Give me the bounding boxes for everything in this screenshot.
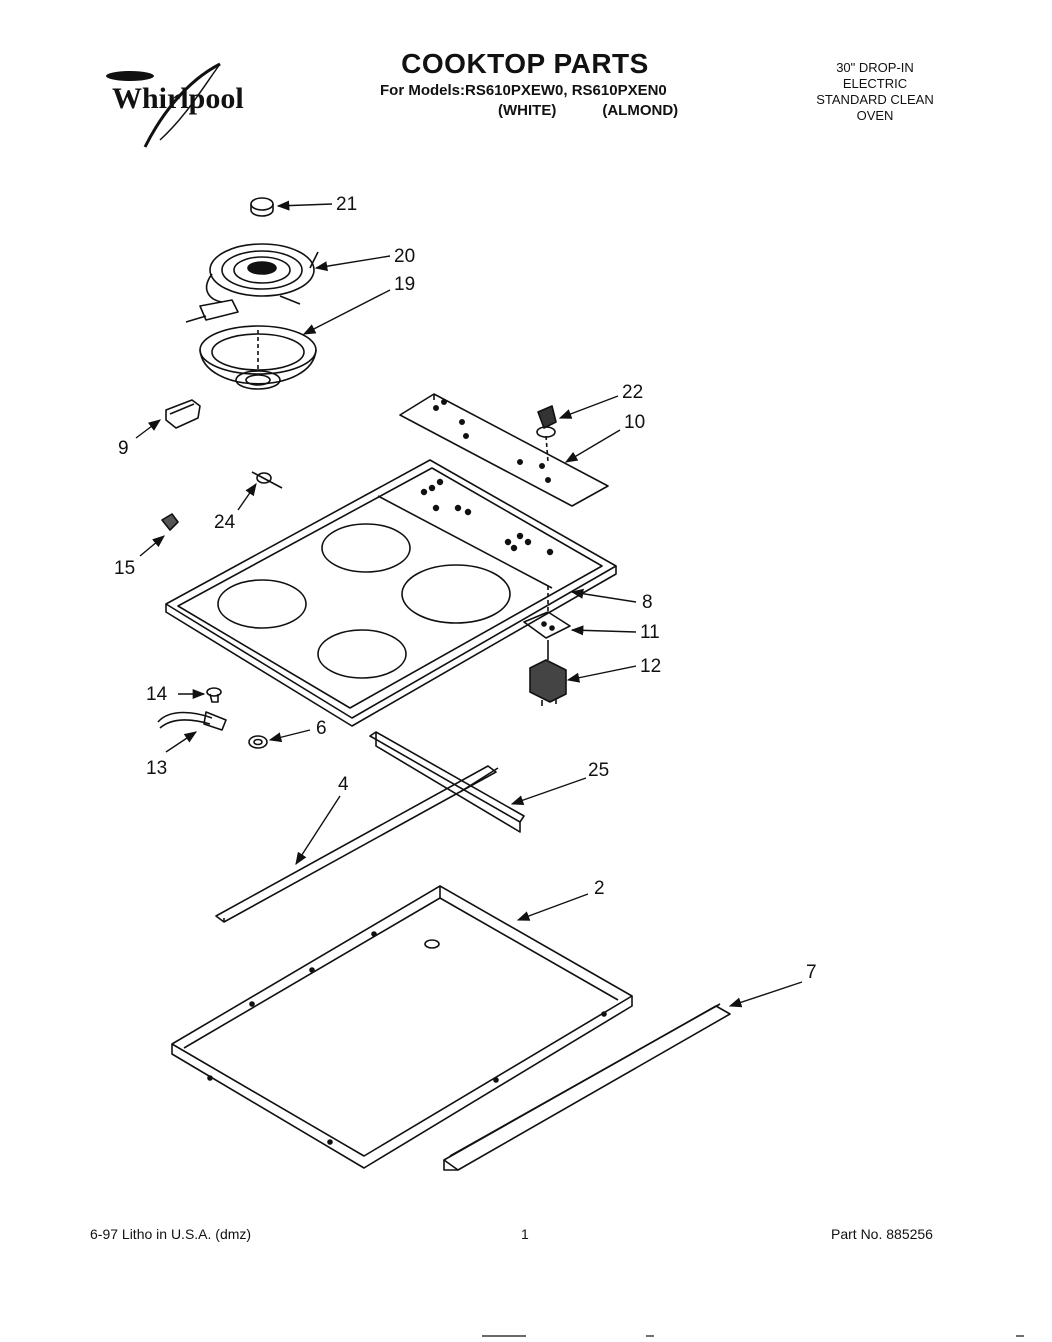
callout-7: 7 <box>806 962 817 983</box>
part-20-surface-element <box>185 243 319 323</box>
callout-4: 4 <box>338 774 349 795</box>
spec-line-2: ELECTRIC <box>842 76 908 91</box>
spec-line-1: 30" DROP-IN <box>836 60 914 75</box>
callout-15: 15 <box>114 558 135 579</box>
callout-11: 11 <box>640 622 660 643</box>
whirlpool-logo: Whirlpool <box>106 62 244 148</box>
part-25-rear-bracket <box>369 731 525 833</box>
logo-text: Whirlpool <box>112 82 244 115</box>
callout-22: 22 <box>622 382 643 403</box>
callout-14: 14 <box>146 684 168 705</box>
callout-13: 13 <box>146 758 167 779</box>
page-title: COOKTOP PARTS <box>401 48 649 79</box>
part-24-clip <box>251 471 283 489</box>
leader-lines <box>135 200 803 1008</box>
part-21-knob-cap <box>250 197 274 217</box>
model-variants: (WHITE) (ALMOND) <box>498 102 678 119</box>
callout-25: 25 <box>588 760 609 781</box>
part-13-wire-harness <box>157 711 227 731</box>
part-9-terminal-block <box>165 399 201 429</box>
part-15-fastener <box>161 513 179 531</box>
footer-page-number: 1 <box>521 1226 529 1242</box>
models-line: For Models:RS610PXEW0, RS610PXEN0 <box>380 82 667 99</box>
part-14-screw <box>206 687 222 703</box>
spec-line-3: STANDARD CLEAN <box>816 92 934 107</box>
part-2-burner-box <box>171 885 633 1169</box>
callout-12: 12 <box>640 656 661 677</box>
part-4-front-trim <box>215 765 497 923</box>
callout-9: 9 <box>118 438 129 459</box>
callout-24: 24 <box>214 512 236 533</box>
part-22-control-knob <box>536 405 557 463</box>
callout-6: 6 <box>316 718 327 739</box>
callout-20: 20 <box>394 246 415 267</box>
callout-8: 8 <box>642 592 653 613</box>
footer-part-number: Part No. 885256 <box>831 1226 933 1242</box>
part-8-cooktop-panel <box>165 459 617 727</box>
part-6-grommet <box>248 735 268 749</box>
product-spec: 30" DROP-IN ELECTRIC STANDARD CLEAN OVEN <box>800 60 950 124</box>
part-12-infinite-switch <box>529 640 567 706</box>
variant-white: (WHITE) <box>498 102 557 119</box>
variant-almond: (ALMOND) <box>602 102 679 119</box>
callout-10: 10 <box>624 412 645 433</box>
spec-line-4: OVEN <box>856 108 894 123</box>
callout-2: 2 <box>594 878 605 899</box>
callout-19: 19 <box>394 274 415 295</box>
part-19-drip-bowl <box>199 325 317 390</box>
part-11-bracket-plate <box>523 611 571 639</box>
callout-21: 21 <box>336 194 357 215</box>
part-7-front-channel <box>443 1003 731 1171</box>
part-10-control-bracket <box>399 393 609 507</box>
footer-litho: 6-97 Litho in U.S.A. (dmz) <box>90 1226 252 1242</box>
